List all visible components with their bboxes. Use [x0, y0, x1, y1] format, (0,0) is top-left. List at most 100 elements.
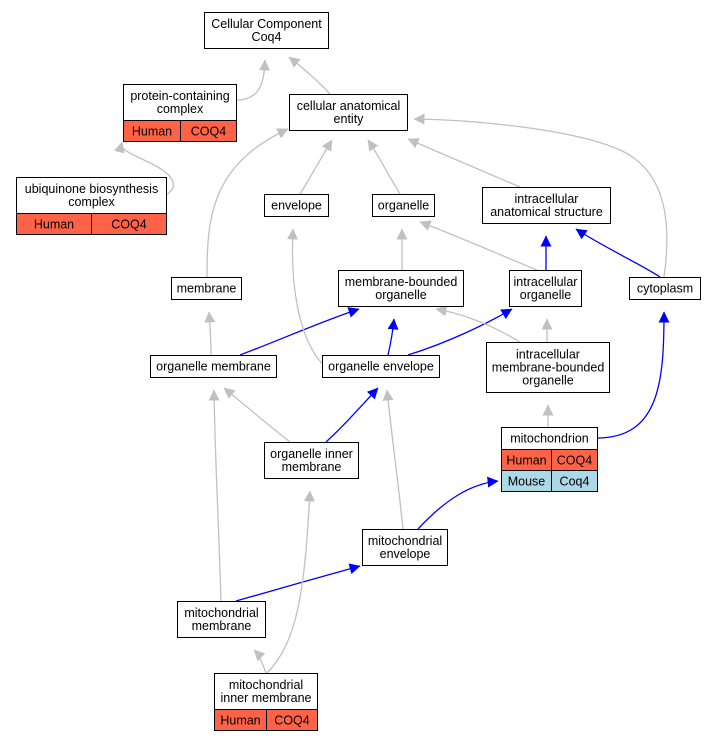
node-organelle[interactable]: organelle	[372, 194, 435, 217]
node-box	[264, 442, 359, 479]
edge-organelle-envelope-to-envelope	[286, 228, 342, 378]
node-label-line: membrane-bounded	[492, 361, 605, 375]
gene-cell	[266, 709, 318, 731]
edge-cytoplasm-to-intracellular-anatomical-structure	[575, 228, 661, 278]
node-label-line: mitochondrial	[229, 678, 303, 692]
node-organelle-envelope[interactable]: organelle envelope	[322, 355, 440, 378]
node-label-line: envelope	[271, 199, 322, 213]
node-label-line: organelle	[378, 199, 429, 213]
edge-organelle-envelope-to-intracellular-organelle	[407, 308, 513, 356]
node-label-line: ubiquinone biosynthesis	[25, 182, 158, 196]
edge-mitochondrial-inner-membrane-to-mitochondrial-membrane	[253, 649, 267, 674]
node-box	[264, 194, 329, 217]
node-membrane[interactable]: membrane	[171, 277, 242, 300]
node-label-line: organelle	[520, 288, 571, 302]
node-box	[372, 194, 435, 217]
edge-organelle-inner-membrane-to-organelle-envelope	[325, 387, 379, 443]
node-label-line: complex	[68, 195, 115, 209]
species-label: Mouse	[508, 475, 546, 489]
node-label-line: entity	[334, 112, 365, 126]
edge-organelle-membrane-to-membrane	[204, 311, 216, 356]
node-cytoplasm[interactable]: cytoplasm	[629, 277, 701, 300]
node-box	[338, 270, 464, 307]
node-label-line: mitochondrion	[510, 432, 589, 446]
node-envelope[interactable]: envelope	[264, 194, 329, 217]
node-box	[16, 177, 167, 214]
edge-mitochondrial-envelope-to-organelle-envelope	[382, 389, 404, 530]
node-label-line: envelope	[380, 547, 431, 561]
edge-cytoplasm-to-cellular-anatomical-entity	[413, 113, 668, 278]
node-label-line: Cellular Component	[211, 17, 322, 31]
edge-mitochondrial-envelope-to-mitochondrion	[417, 476, 499, 530]
node-box	[177, 601, 266, 638]
node-label-line: protein-containing	[130, 89, 229, 103]
edge-organelle-inner-membrane-to-organelle-membrane	[223, 387, 291, 443]
node-label-line: organelle	[522, 374, 573, 388]
node-label-line: organelle membrane	[156, 360, 271, 374]
node-label-line: organelle envelope	[328, 360, 434, 374]
edge-organelle-to-cellular-anatomical-entity	[367, 139, 401, 195]
node-label-line: membrane	[282, 460, 342, 474]
gene-label: COQ4	[557, 454, 592, 468]
edge-mitochondrion-to-cytoplasm	[596, 311, 670, 439]
edge-intracellular-anatomical-structure-to-cellular-anatomical-entity	[407, 138, 521, 188]
edge-mitochondrial-inner-membrane-to-organelle-inner-membrane	[266, 490, 315, 674]
edge-intracellular-mbo-to-membrane-bounded-organelle	[435, 305, 521, 343]
node-label-line: membrane-bounded	[345, 275, 458, 289]
node-label-line: intracellular	[514, 275, 578, 289]
species-label: Human	[220, 714, 260, 728]
node-label-line: intracellular	[515, 192, 579, 206]
node-label-line: Coq4	[252, 30, 282, 44]
species-label: Human	[34, 218, 74, 232]
node-label-line: organelle	[375, 288, 426, 302]
node-box	[629, 277, 701, 300]
edge-cellular-anatomical-entity-to-root	[288, 56, 331, 95]
gene-label: Coq4	[560, 475, 590, 489]
gene-label: COQ4	[191, 125, 226, 139]
node-label-line: cytoplasm	[637, 282, 693, 296]
node-organelle-membrane[interactable]: organelle membrane	[150, 355, 277, 378]
node-label-line: organelle inner	[270, 447, 353, 461]
species-label: Human	[132, 125, 172, 139]
gene-label: COQ4	[111, 218, 146, 232]
gene-cell	[551, 470, 598, 492]
node-label-line: mitochondrial	[368, 534, 442, 548]
edge-mitochondrial-membrane-to-mitochondrial-envelope	[235, 563, 361, 602]
node-box	[362, 529, 448, 566]
node-box	[150, 355, 277, 378]
species-label: Human	[506, 454, 546, 468]
node-box	[482, 187, 611, 224]
node-box	[214, 673, 318, 710]
edge-organelle-envelope-to-membrane-bounded-organelle	[387, 318, 399, 356]
edge-protein-containing-complex-to-root	[235, 59, 270, 101]
node-label-line: inner membrane	[220, 691, 311, 705]
edge-envelope-to-cellular-anatomical-entity	[299, 139, 333, 195]
gene-cell	[91, 213, 167, 235]
gene-label: COQ4	[274, 714, 309, 728]
gene-cell	[180, 120, 237, 142]
nodes-layer: Cellular ComponentCoq4protein-containing…	[16, 12, 701, 731]
node-box	[289, 94, 408, 131]
edges-layer	[114, 56, 670, 674]
node-label-line: membrane	[192, 619, 252, 633]
node-label-line: mitochondrial	[184, 606, 258, 620]
node-box	[123, 84, 237, 121]
node-box	[486, 342, 610, 393]
edge-ubiquinone-complex-to-protein-containing-complex	[114, 141, 174, 196]
node-box	[509, 270, 582, 307]
edge-intracellular-organelle-to-organelle	[419, 220, 538, 271]
